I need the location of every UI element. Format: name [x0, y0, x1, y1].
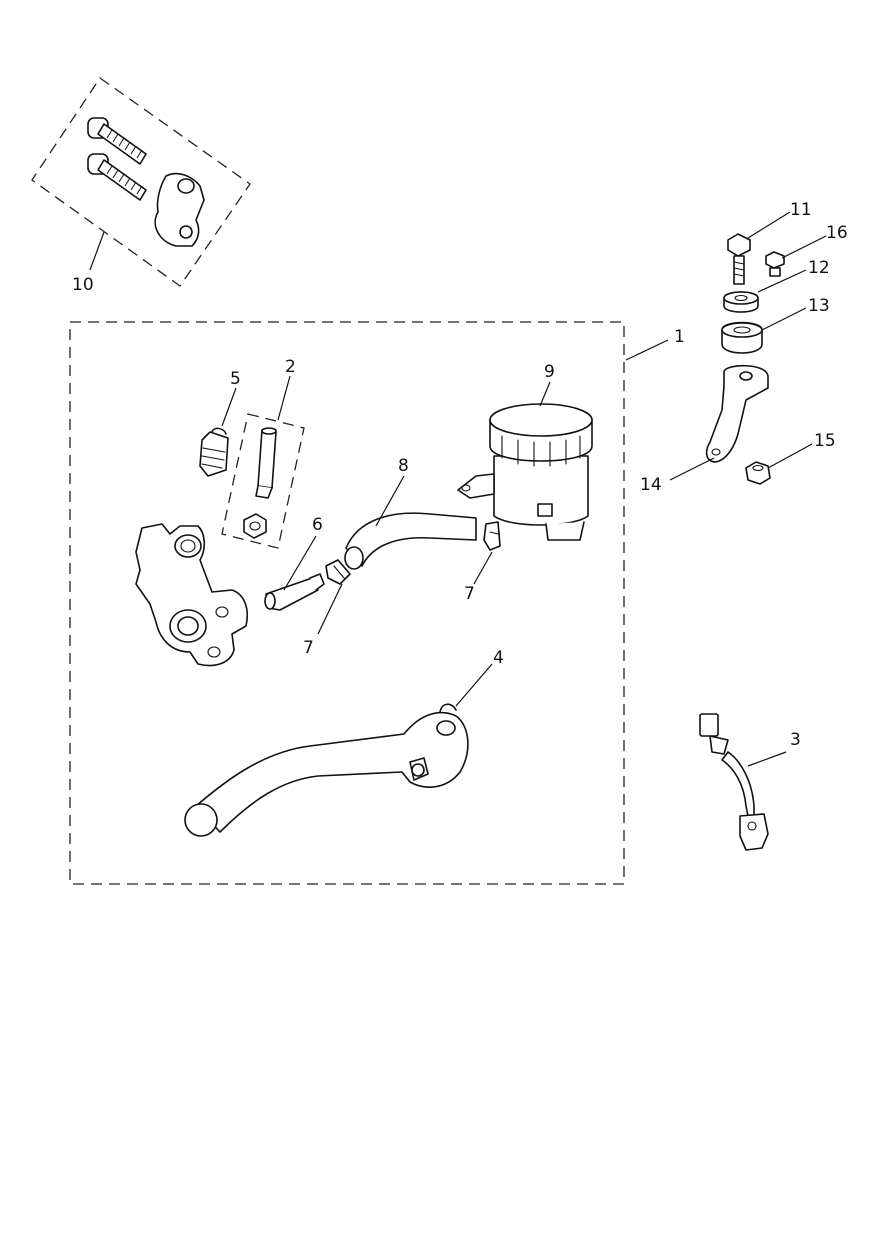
- callout-11: 11: [790, 200, 812, 220]
- washer-12: [723, 291, 759, 313]
- callout-15: 15: [814, 431, 836, 451]
- callout-9: 9: [544, 362, 555, 382]
- callout-14: 14: [640, 475, 662, 495]
- callout-3: 3: [790, 730, 801, 750]
- master-cylinder-body: [135, 523, 248, 667]
- hose-8: [344, 512, 477, 570]
- callout-16: 16: [826, 223, 848, 243]
- hose-clip-7a: [325, 559, 351, 585]
- assembly-1-boundary: [69, 321, 625, 885]
- grommet-13: [721, 321, 763, 354]
- lever-4: [184, 703, 469, 837]
- nut-2: [243, 513, 267, 539]
- callout-5: 5: [230, 369, 241, 389]
- leader-lines: [89, 211, 827, 767]
- pin-2: [255, 427, 277, 499]
- bracket-14: [705, 364, 769, 463]
- callout-13: 13: [808, 296, 830, 316]
- clamp-10: [154, 172, 205, 247]
- callout-numbers: 1 2 3 4 5 6 7 7 8 9 10 11 12 13 14 15 16: [72, 200, 848, 750]
- callout-6: 6: [312, 515, 323, 535]
- callout-1: 1: [674, 327, 685, 347]
- callout-12: 12: [808, 258, 830, 278]
- kit-2-boundary: [221, 413, 305, 549]
- callout-10: 10: [72, 275, 94, 295]
- screws-10: [87, 117, 147, 201]
- callout-2: 2: [285, 357, 296, 377]
- fitting-5: [199, 427, 229, 477]
- hose-barb-6: [264, 573, 325, 611]
- hose-clip-7b: [483, 521, 501, 551]
- reservoir-9: [457, 403, 593, 541]
- callout-4: 4: [493, 648, 504, 668]
- nut-15: [745, 461, 771, 485]
- callout-7a: 7: [303, 638, 314, 658]
- kit-10-boundary: [31, 77, 251, 287]
- bolt-16: [765, 251, 785, 277]
- callout-8: 8: [398, 456, 409, 476]
- bolt-11: [727, 233, 751, 285]
- switch-3: [699, 713, 769, 851]
- callout-7b: 7: [464, 584, 475, 604]
